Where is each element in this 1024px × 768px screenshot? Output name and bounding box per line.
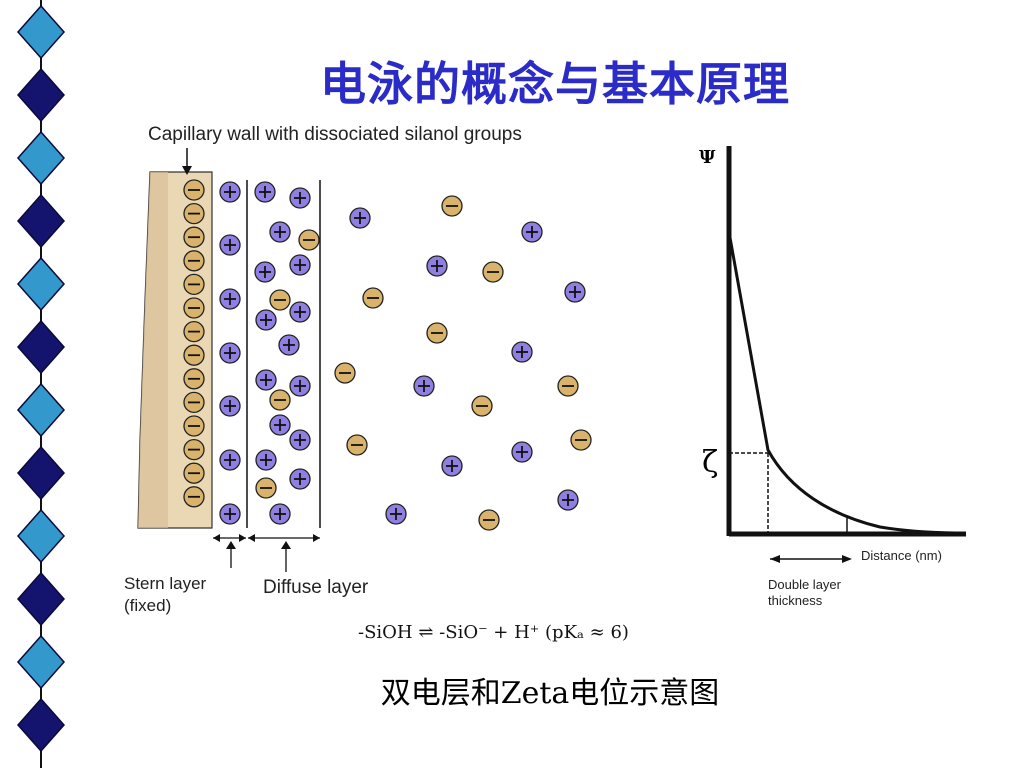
- diamond-ornament: [16, 382, 66, 438]
- diamond-ornament: [16, 445, 66, 501]
- decorative-diamond-border: [16, 0, 66, 768]
- diamond-ornament: [16, 319, 66, 375]
- arrowhead: [239, 534, 246, 542]
- stern-label-line1: Stern layer: [124, 574, 207, 593]
- diamond-ornament: [16, 634, 66, 690]
- diamond-ornament: [16, 697, 66, 753]
- page-title: 电泳的概念与基本原理: [320, 57, 790, 111]
- diamond-ornament: [16, 508, 66, 564]
- stern-label-line2: (fixed): [124, 596, 172, 615]
- arrowhead: [770, 555, 780, 563]
- arrowhead: [248, 534, 255, 542]
- ion-group: [183, 179, 592, 531]
- diamond-ornament: [16, 256, 66, 312]
- zeta-label: ζ: [702, 445, 719, 480]
- diamond-ornament: [16, 4, 66, 60]
- arrowhead: [313, 534, 320, 542]
- arrowhead: [842, 555, 852, 563]
- distance-label: Distance (nm): [861, 548, 942, 563]
- capillary-wall-label: Capillary wall with dissociated silanol …: [148, 124, 522, 145]
- double-layer-thickness-label: Double layer thickness: [768, 577, 841, 609]
- psi-axis-label: Ψ: [699, 147, 716, 168]
- potential-curve: [727, 231, 967, 535]
- figure-caption: 双电层和Zeta电位示意图: [380, 676, 720, 711]
- wall-label-arrowhead: [182, 166, 192, 175]
- silanol-equation: -SiOH ⇌ -SiO⁻ + H⁺ (pKₐ ≈ 6): [358, 622, 629, 643]
- diamond-ornament: [16, 130, 66, 186]
- arrowhead: [226, 541, 236, 549]
- diamond-ornament: [16, 193, 66, 249]
- stern-layer-label: Stern layer (fixed): [124, 573, 206, 617]
- capillary-wall-shade: [138, 172, 168, 528]
- thickness-label-line2: thickness: [768, 593, 823, 608]
- diffuse-layer-label: Diffuse layer: [263, 577, 369, 598]
- arrowhead: [213, 534, 220, 542]
- diamond-ornament: [16, 571, 66, 627]
- diamond-ornament: [16, 67, 66, 123]
- thickness-label-line1: Double layer: [768, 577, 841, 592]
- arrowhead: [281, 541, 291, 549]
